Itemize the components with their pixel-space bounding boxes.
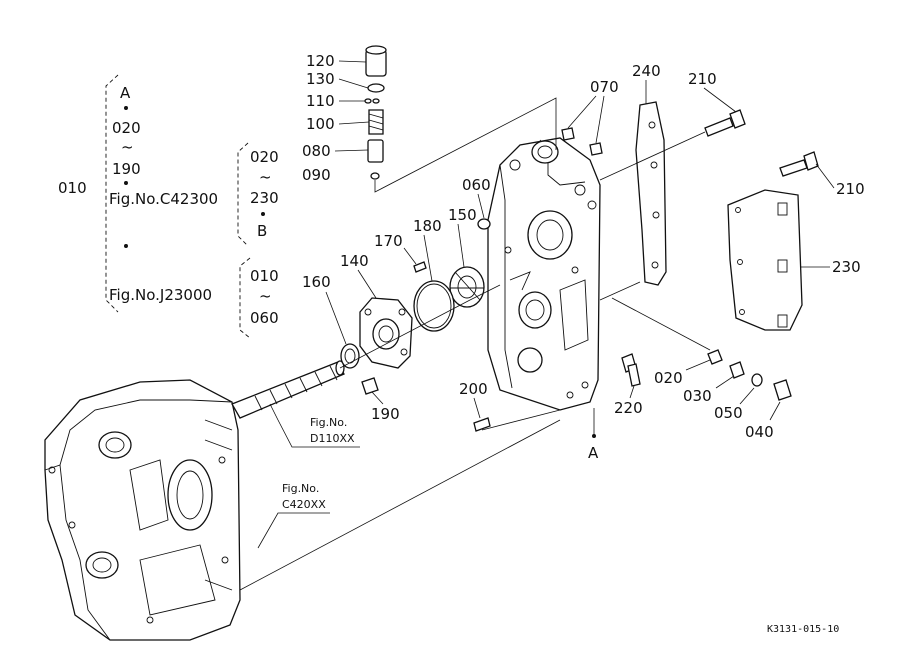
drawing-code: K3131-015-10 xyxy=(767,624,839,635)
assembly-line xyxy=(481,409,561,431)
assembly-b-range-sep: ~ xyxy=(259,168,272,186)
o-ring-drawing xyxy=(413,280,455,332)
dot-icon xyxy=(124,244,128,248)
dot-icon xyxy=(261,212,265,216)
callout-220: 220 xyxy=(614,399,643,417)
assembly-b-marker: B xyxy=(257,222,267,240)
callout-120: 120 xyxy=(306,52,335,70)
assembly-line xyxy=(239,419,561,591)
assembly-j-range-start: 010 xyxy=(250,267,279,285)
callout-100: 100 xyxy=(306,115,335,133)
callout-070: 070 xyxy=(590,78,619,96)
ref-d110-line2: D110XX xyxy=(310,432,355,445)
ref-c420-line1: Fig.No. xyxy=(282,482,319,495)
callout-060: 060 xyxy=(462,176,491,194)
dot-icon xyxy=(124,181,128,185)
callout-190: 190 xyxy=(371,405,400,423)
assembly-a-fig: Fig.No.C42300 xyxy=(109,190,218,208)
callout-130: 130 xyxy=(306,70,335,88)
transmission-case-drawing xyxy=(44,379,241,641)
callout-210-top: 210 xyxy=(688,70,717,88)
callout-050: 050 xyxy=(714,404,743,422)
assembly-axis-line xyxy=(339,284,501,369)
callout-020: 020 xyxy=(654,369,683,387)
assembly-a-range-start: 020 xyxy=(112,119,141,137)
plugs-drawing xyxy=(477,127,603,230)
ref-d110-line1: Fig.No. xyxy=(310,416,347,429)
callout-040: 040 xyxy=(745,423,774,441)
assembly-axis-line xyxy=(599,281,641,301)
callout-240: 240 xyxy=(632,62,661,80)
callouts: 120 130 110 100 080 090 070 060 240 210 … xyxy=(302,52,865,441)
callout-150: 150 xyxy=(448,206,477,224)
assembly-j-range-end: 060 xyxy=(250,309,279,327)
ref-c420-line2: C420XX xyxy=(282,498,326,511)
callout-140: 140 xyxy=(340,252,369,270)
callout-080: 080 xyxy=(302,142,331,160)
callout-180: 180 xyxy=(413,217,442,235)
assembly-j-range-sep: ~ xyxy=(259,287,272,305)
callout-110: 110 xyxy=(306,92,335,110)
callout-030: 030 xyxy=(683,387,712,405)
pin-200-drawing xyxy=(473,417,491,432)
bolt-220-drawing xyxy=(621,353,641,387)
callout-160: 160 xyxy=(302,273,331,291)
bolt-210-drawing xyxy=(599,109,819,181)
side-cover-drawing xyxy=(727,189,803,331)
fig-reference-c420: Fig.No. C420XX xyxy=(257,482,330,549)
oil-seal-drawing xyxy=(340,343,360,369)
pump-body-drawing xyxy=(359,297,413,369)
callout-090: 090 xyxy=(302,166,331,184)
assembly-a-range-end: 190 xyxy=(112,160,141,178)
input-shaft-drawing xyxy=(231,360,345,419)
assembly-a-marker: A xyxy=(120,84,131,102)
callout-200: 200 xyxy=(459,380,488,398)
callout-230: 230 xyxy=(832,258,861,276)
bolt-190-drawing xyxy=(361,377,379,395)
assembly-bracket-group: 010 A 020 ~ 190 Fig.No.C42300 Fig.No.J23… xyxy=(58,74,279,339)
dot-icon xyxy=(124,106,128,110)
pump-gear-drawing xyxy=(449,266,485,308)
pin-170-drawing xyxy=(413,261,427,273)
assembly-j-fig: Fig.No.J23000 xyxy=(109,286,212,304)
callout-210-right: 210 xyxy=(836,180,865,198)
marker-a-bottom: A xyxy=(588,444,599,462)
callout-170: 170 xyxy=(374,232,403,250)
assembly-b-range-end: 230 xyxy=(250,189,279,207)
fig-reference-d110: Fig.No. D110XX xyxy=(269,403,360,448)
gasket-plate-drawing xyxy=(635,101,667,286)
group-label: 010 xyxy=(58,179,87,197)
assembly-b-range-start: 020 xyxy=(250,148,279,166)
drain-plug-parts-drawing xyxy=(611,297,792,401)
assembly-a-range-sep: ~ xyxy=(121,138,134,156)
cover-housing-drawing xyxy=(487,137,601,411)
